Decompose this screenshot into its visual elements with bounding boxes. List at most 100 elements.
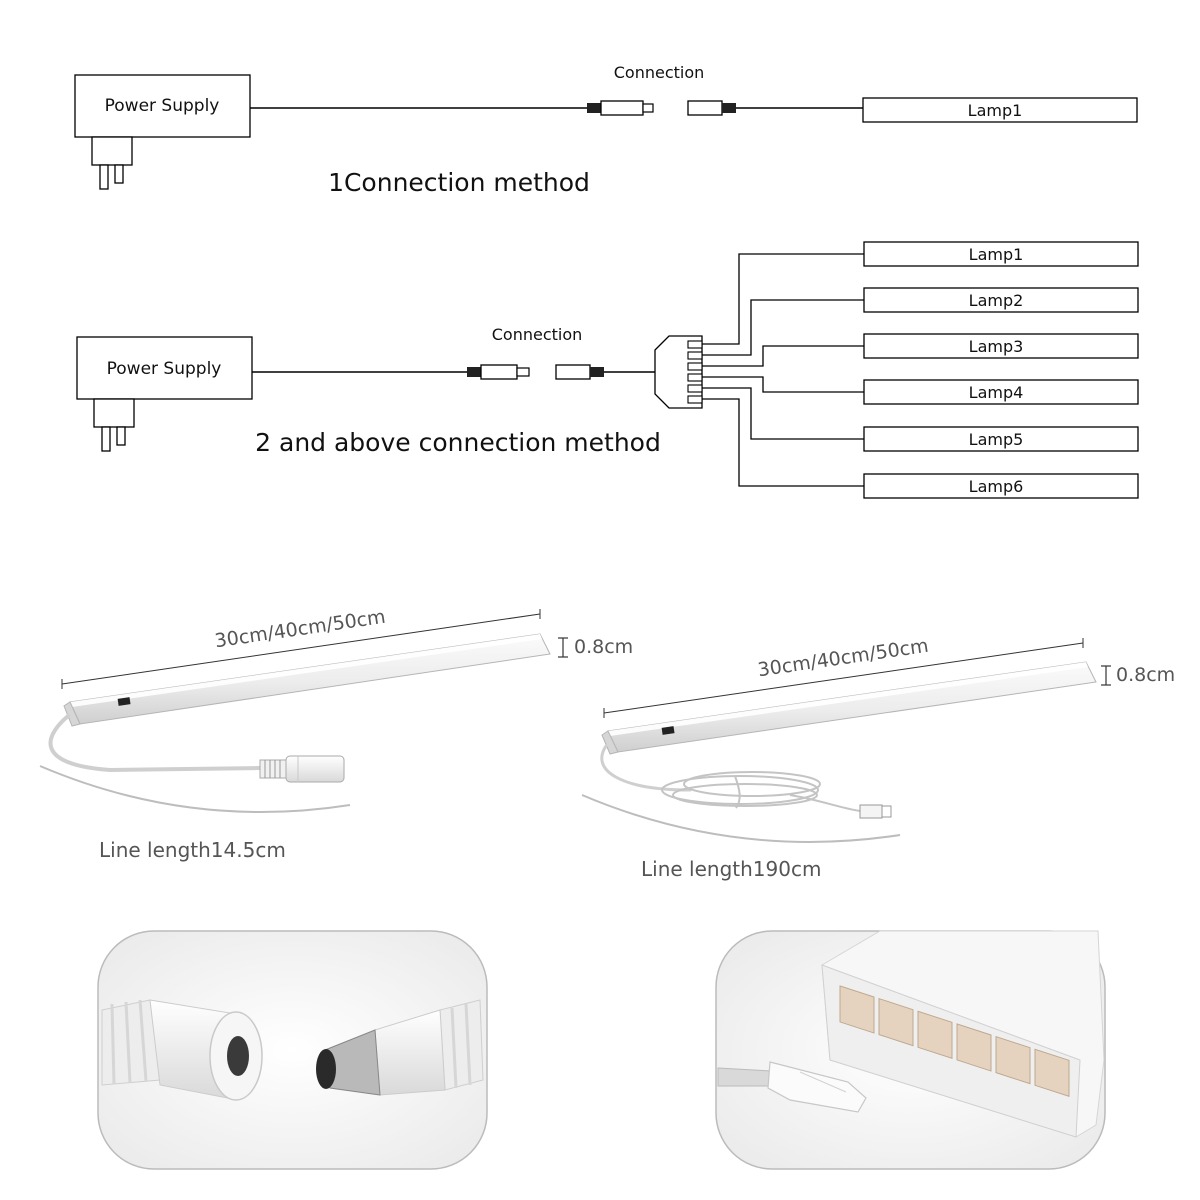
branch-wire-lamp6: [702, 398, 864, 487]
dc-male-connector-icon: [467, 364, 530, 380]
connector-body: [555, 364, 591, 380]
relief-rib: [450, 1007, 458, 1089]
plug-body-icon: [93, 398, 135, 428]
lamp-label: Lamp6: [969, 477, 1024, 496]
splitter-port: [687, 373, 703, 382]
splitter-port: [687, 395, 703, 404]
six-way-splitter-hub: [654, 335, 703, 409]
bar-highlight: [608, 662, 1088, 736]
diagram-single-connection: Power Supply Connection Lamp1 1Connectio…: [74, 63, 1138, 197]
hub-port: [878, 997, 914, 1047]
cable-coil: [683, 771, 821, 797]
relief-rib: [464, 1003, 472, 1086]
dc-male-connector-icon: [587, 100, 654, 116]
lamp-box: [863, 473, 1139, 499]
photo-six-port-hub: [715, 930, 1106, 1170]
product-right-long-cable: 30cm/40cm/50cm 0.8cm Line length190cm: [581, 635, 1175, 881]
connector-body: [480, 364, 518, 380]
height-label: 0.8cm: [1116, 664, 1175, 686]
product-left-short-cable: 30cm/40cm/50cm 0.8cm Line length14.5cm: [39, 606, 633, 862]
lamp-box: [863, 379, 1139, 405]
plug-prong-icon: [116, 426, 126, 446]
plug-prong-icon: [101, 426, 111, 452]
cable-tail: [789, 794, 861, 812]
mini-connector-plug-icon: [859, 804, 892, 819]
lamp-label: Lamp4: [969, 383, 1024, 402]
power-cable: [600, 744, 692, 792]
plug-tip: [316, 1049, 336, 1089]
hub-port: [839, 985, 875, 1034]
relief-rib: [124, 1001, 132, 1084]
connector-body: [687, 100, 723, 116]
power-supply-label: Power Supply: [105, 96, 220, 116]
hub-port: [1034, 1048, 1070, 1098]
coiled-cable-icon: [661, 771, 861, 812]
splitter-port: [687, 340, 703, 349]
connector-tip: [642, 103, 654, 113]
sensor-switch-icon: [117, 697, 131, 706]
line-length-label: Line length14.5cm: [99, 838, 286, 862]
method-title: 2 and above connection method: [255, 428, 661, 457]
lamp-box: [863, 333, 1139, 359]
connector-body: [600, 100, 644, 116]
length-label: 30cm/40cm/50cm: [213, 606, 387, 653]
dc-female-connector-icon: [687, 100, 736, 116]
mini-plug-photo-icon: [717, 1061, 867, 1113]
branch-wire-lamp4: [702, 376, 864, 393]
power-supply-adapter-1: Power Supply: [74, 74, 251, 190]
plug-ridge: [799, 1071, 847, 1093]
plug-prong-icon: [114, 164, 124, 184]
led-light-bar: [601, 661, 1097, 755]
splitter-port: [687, 362, 703, 371]
lamp-label: Lamp1: [969, 245, 1024, 264]
plug-body: [285, 755, 345, 783]
power-supply-box: [76, 336, 253, 400]
bar-end-cap: [601, 730, 619, 755]
relief-rib: [138, 999, 148, 1082]
power-supply-box: [74, 74, 251, 138]
lamp-box: [863, 287, 1139, 313]
plug-strain-relief: [259, 759, 287, 779]
length-label: 30cm/40cm/50cm: [756, 635, 930, 682]
lamp-label: Lamp1: [968, 101, 1023, 120]
hub-port: [917, 1010, 953, 1059]
plug-body-icon: [91, 136, 133, 166]
male-dc-plug-icon: [316, 999, 484, 1096]
branch-wire-lamp3: [702, 345, 864, 367]
diagram-multi-connection: Power Supply Connection: [76, 241, 1139, 499]
plug-metal-barrel: [324, 1029, 381, 1096]
hub-ports: [839, 985, 1070, 1098]
dimension-line: [61, 613, 541, 685]
lamp-box: [863, 241, 1139, 267]
lamp-label: Lamp5: [969, 430, 1024, 449]
method-title: 1Connection method: [328, 168, 590, 197]
branch-wire-lamp5: [702, 387, 864, 440]
hub-port: [956, 1023, 992, 1072]
lamp-box: [862, 97, 1138, 123]
connector-strain-relief: [590, 367, 604, 377]
height-marker: [558, 637, 568, 658]
bar-end-cap: [63, 701, 81, 727]
lamp-box: [863, 426, 1139, 452]
photo-dc-connectors: [97, 930, 488, 1170]
reflection-arc: [39, 765, 351, 814]
dc-female-plug-icon: [259, 755, 345, 783]
height-marker: [1101, 665, 1111, 686]
length-dimension-line: [603, 638, 1084, 718]
line-length-label: Line length190cm: [641, 857, 821, 881]
plug-body: [859, 804, 883, 819]
branch-wire-lamp1: [702, 253, 864, 345]
plug-prong-icon: [99, 164, 109, 190]
connector-strain-relief: [722, 103, 736, 113]
cable-coil: [734, 775, 741, 809]
connection-label: Connection: [492, 325, 583, 344]
lamp-label: Lamp2: [969, 291, 1024, 310]
bar-highlight: [70, 634, 542, 707]
connector-strain-relief: [587, 103, 601, 113]
hub-port: [995, 1035, 1031, 1085]
cable-coil: [672, 783, 818, 807]
splitter-branch-wires: [702, 253, 864, 487]
power-supply-adapter-2: Power Supply: [76, 336, 253, 452]
connector-strain-relief: [467, 367, 481, 377]
